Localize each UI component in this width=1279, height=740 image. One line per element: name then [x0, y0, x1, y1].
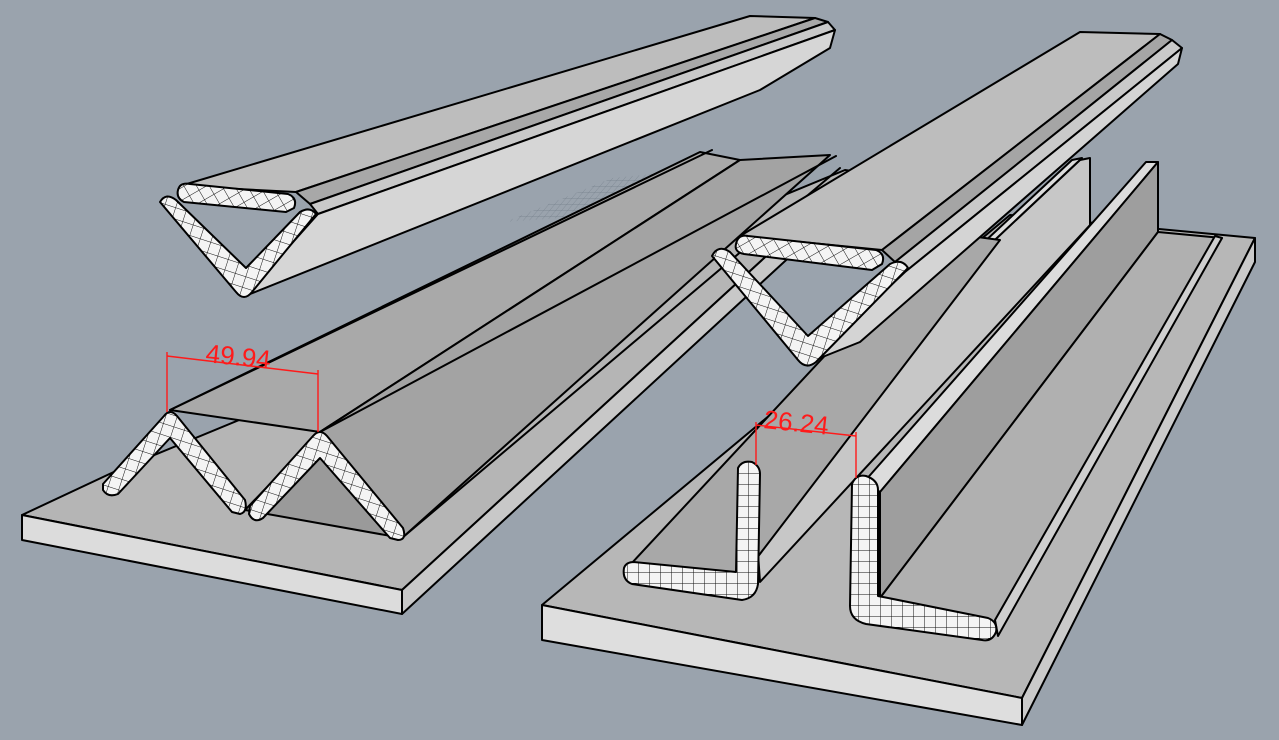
dimension-right[interactable]: 26.24 [755, 404, 857, 478]
left-upper-angle[interactable] [159, 15, 836, 298]
right-l-plate[interactable] [541, 157, 1256, 726]
dimension-left-value: 49.94 [204, 338, 272, 375]
dimension-left[interactable]: 49.94 [166, 338, 319, 432]
reference-grid [505, 172, 672, 222]
dimension-right-value: 26.24 [762, 404, 830, 441]
right-upper-angle[interactable] [711, 31, 1183, 367]
